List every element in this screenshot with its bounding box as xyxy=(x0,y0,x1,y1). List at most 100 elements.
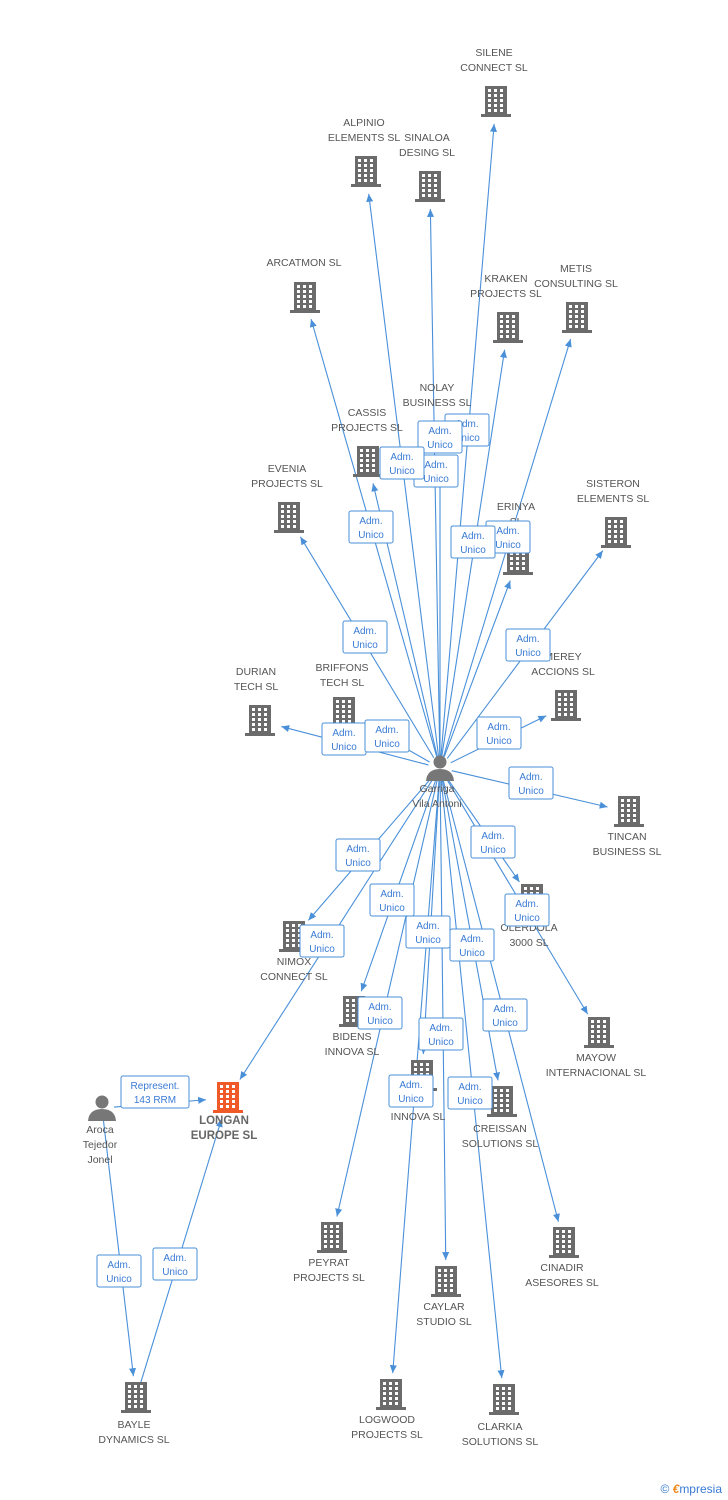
node-label-tincan: TINCAN xyxy=(607,831,646,843)
caylar-building-icon[interactable] xyxy=(431,1266,461,1297)
tincan-building-icon[interactable] xyxy=(614,796,644,827)
edge-label-garriga-silene-text: Unico xyxy=(454,433,480,444)
edge-label-garriga-erinya-text: Unico xyxy=(460,545,486,556)
node-label-mayow: MAYOW xyxy=(576,1052,616,1064)
edge-label-garriga-longan: Adm.Unico xyxy=(299,924,345,958)
node-label-garriga: Vila Antoni xyxy=(412,798,461,810)
silene-building-icon[interactable] xyxy=(481,86,511,117)
edge-label-garriga-briffons: Adm.Unico xyxy=(364,719,410,753)
durian-building-icon[interactable] xyxy=(245,705,275,736)
arcatmon-building-icon[interactable] xyxy=(290,282,320,313)
edge-label-garriga-mayow-text: Unico xyxy=(514,913,540,924)
edge-label-garriga-evenia-text: Adm. xyxy=(353,626,376,637)
edge-label-garriga-sinaloa-text: Unico xyxy=(423,474,449,485)
node-label-sisteron: SISTERON xyxy=(586,478,640,490)
edge-label-garriga-nolay: Adm.Unico xyxy=(417,420,463,454)
node-label-silene: SILENE xyxy=(475,47,512,59)
alpinio-building-icon[interactable] xyxy=(351,156,381,187)
edge-label-garriga-cassis-text: Adm. xyxy=(390,452,413,463)
edge-label-garriga-evenia: Adm.Unico xyxy=(342,620,388,654)
edge-label-garriga-durian-text: Adm. xyxy=(332,728,355,739)
edge-label-garriga-innova-text: Adm. xyxy=(416,921,439,932)
node-label-nolay: NOLAY xyxy=(420,382,455,394)
node-label-nimox: CONNECT SL xyxy=(260,971,328,983)
cassis-building-icon[interactable] xyxy=(353,446,383,477)
peyrat-building-icon[interactable] xyxy=(317,1222,347,1253)
edge-label-garriga-nimox-text: Adm. xyxy=(346,844,369,855)
node-label-caylar: CAYLAR xyxy=(423,1301,465,1313)
garriga-person-icon[interactable] xyxy=(426,755,454,782)
clarkia-building-icon[interactable] xyxy=(489,1384,519,1415)
node-label-aroca: Tejedor xyxy=(83,1139,118,1151)
edge-label-garriga-tincan: Adm.Unico xyxy=(508,766,554,800)
edge-label-garriga-cassis: Adm.Unico xyxy=(379,446,425,480)
node-label-innova: INNOVA SL xyxy=(391,1111,446,1123)
metis-building-icon[interactable] xyxy=(562,302,592,333)
node-label-sisteron: ELEMENTS SL xyxy=(577,493,650,505)
edge-label-garriga-erinya: Adm. Unico xyxy=(450,525,496,559)
copyright-footer[interactable]: © €mpresia xyxy=(660,1482,722,1496)
node-label-clarkia: SOLUTIONS SL xyxy=(462,1436,539,1448)
node-label-logwood: LOGWOOD xyxy=(359,1414,415,1426)
edge-label-aroca-bayle-text: Adm. xyxy=(107,1260,130,1271)
node-label-sinaloa: DESING SL xyxy=(399,147,455,159)
logwood-building-icon[interactable] xyxy=(376,1379,406,1410)
edge-label-garriga-caylar-text: Unico xyxy=(428,1037,454,1048)
edge-label-aroca-longan: Represent.143 RRM xyxy=(120,1075,190,1109)
node-label-briffons: BRIFFONS xyxy=(315,662,368,674)
edge-label-garriga-cinadir-text: Unico xyxy=(492,1018,518,1029)
node-label-merey: MEREY xyxy=(544,651,581,663)
edge-label-garriga-peyrat: Adm.Unico xyxy=(357,996,403,1030)
node-label-bidens: BIDENS xyxy=(332,1031,371,1043)
edge-label-garriga-bidens: Adm.Unico xyxy=(369,883,415,917)
kraken-building-icon[interactable] xyxy=(493,312,523,343)
edge-label-garriga-merey-text: Unico xyxy=(486,736,512,747)
node-label-olerdola: 3000 SL xyxy=(509,937,548,949)
edge-label-garriga-erinya-text: Adm. xyxy=(461,531,484,542)
brand-name: mpresia xyxy=(679,1482,722,1496)
merey-building-icon[interactable] xyxy=(551,690,581,721)
node-label-bayle: BAYLE xyxy=(117,1419,150,1431)
node-label-tincan: BUSINESS SL xyxy=(593,846,662,858)
bayle-building-icon[interactable] xyxy=(121,1382,151,1413)
brand-logo-e: € xyxy=(672,1482,680,1496)
edge-label-garriga-creissan-text: Adm. xyxy=(460,934,483,945)
node-label-kraken: PROJECTS SL xyxy=(470,288,542,300)
edge-label-garriga-longan-text: Unico xyxy=(309,944,335,955)
evenia-building-icon[interactable] xyxy=(274,502,304,533)
creissan-building-icon[interactable] xyxy=(487,1086,517,1117)
edge-label-garriga-innova: Adm.Unico xyxy=(405,915,451,949)
edge-label-garriga-creissan: Adm.Unico xyxy=(449,928,495,962)
edge-garriga-erinya xyxy=(443,580,511,757)
longan-building-icon[interactable] xyxy=(213,1082,243,1113)
node-label-mayow: INTERNACIONAL SL xyxy=(546,1067,647,1079)
edge-label-garriga-logwood-text: Unico xyxy=(398,1094,424,1105)
node-label-peyrat: PEYRAT xyxy=(308,1257,350,1269)
edge-label-garriga-sisteron: Adm.Unico xyxy=(505,628,551,662)
edge-label-garriga-durian: Adm.Unico xyxy=(321,722,367,756)
edge-label-garriga-mayow: Adm.Unico xyxy=(504,893,550,927)
edge-label-garriga-merey: Adm. Unico xyxy=(476,716,522,750)
edge-label-aroca-bayle-text: Unico xyxy=(106,1274,132,1285)
edge-label-aroca-longan-text: Represent. xyxy=(131,1081,180,1092)
node-label-bayle: DYNAMICS SL xyxy=(98,1434,169,1446)
node-label-merey: ACCIONS SL xyxy=(531,666,595,678)
edge-label-garriga-sisteron-text: Unico xyxy=(515,648,541,659)
node-label-metis: METIS xyxy=(560,263,592,275)
node-label-sinaloa: SINALOA xyxy=(404,132,450,144)
sinaloa-building-icon[interactable] xyxy=(415,171,445,202)
edge-label-bayle-longan-text: Unico xyxy=(162,1267,188,1278)
aroca-person-icon[interactable] xyxy=(88,1095,116,1122)
edge-label-garriga-olerdola: Adm.Unico xyxy=(470,825,516,859)
edge-label-garriga-merey-text: Adm. xyxy=(487,722,510,733)
edge-label-garriga-logwood: Adm.Unico xyxy=(388,1074,434,1108)
edge-label-bayle-longan: Adm.Unico xyxy=(152,1247,198,1281)
edge-label-garriga-clarkia: Adm.Unico xyxy=(447,1076,493,1110)
node-label-bidens: INNOVA SL xyxy=(325,1046,380,1058)
mayow-building-icon[interactable] xyxy=(584,1017,614,1048)
edge-label-garriga-clarkia-text: Unico xyxy=(457,1096,483,1107)
sisteron-building-icon[interactable] xyxy=(601,517,631,548)
node-label-alpinio: ELEMENTS SL xyxy=(328,132,401,144)
cinadir-building-icon[interactable] xyxy=(549,1227,579,1258)
